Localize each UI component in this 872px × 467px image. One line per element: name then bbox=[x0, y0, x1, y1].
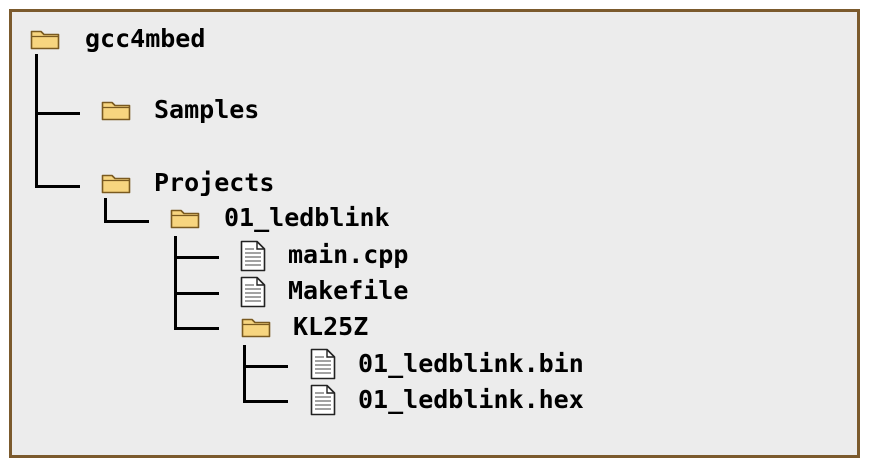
file-tree-panel bbox=[9, 9, 860, 458]
file-icon bbox=[310, 348, 336, 380]
tree-connector bbox=[174, 256, 219, 259]
file-icon bbox=[310, 384, 336, 416]
folder-icon bbox=[241, 318, 271, 338]
tree-connector bbox=[35, 185, 80, 188]
tree-node-gcc4mbed[interactable]: gcc4mbed bbox=[85, 24, 206, 53]
file-icon bbox=[240, 240, 266, 272]
tree-node-projects[interactable]: Projects bbox=[154, 168, 275, 197]
tree-connector bbox=[35, 54, 38, 188]
tree-connector bbox=[104, 198, 107, 223]
tree-node-kl25z[interactable]: KL25Z bbox=[293, 312, 369, 341]
folder-icon bbox=[30, 30, 60, 50]
tree-connector bbox=[243, 345, 246, 403]
tree-node-01-ledblink[interactable]: 01_ledblink bbox=[224, 203, 390, 232]
tree-node-01-ledblink-hex[interactable]: 01_ledblink.hex bbox=[358, 385, 584, 414]
tree-connector bbox=[35, 112, 80, 115]
tree-connector bbox=[104, 220, 149, 223]
folder-icon bbox=[170, 209, 200, 229]
tree-connector bbox=[243, 365, 288, 368]
tree-connector bbox=[174, 292, 219, 295]
folder-icon bbox=[101, 174, 131, 194]
folder-icon bbox=[101, 101, 131, 121]
tree-node-01-ledblink-bin[interactable]: 01_ledblink.bin bbox=[358, 349, 584, 378]
tree-connector bbox=[174, 236, 177, 330]
tree-connector bbox=[174, 327, 219, 330]
tree-connector bbox=[243, 400, 288, 403]
file-icon bbox=[240, 276, 266, 308]
tree-node-samples[interactable]: Samples bbox=[154, 95, 260, 124]
tree-node-makefile[interactable]: Makefile bbox=[288, 276, 409, 305]
tree-node-main-cpp[interactable]: main.cpp bbox=[288, 240, 409, 269]
